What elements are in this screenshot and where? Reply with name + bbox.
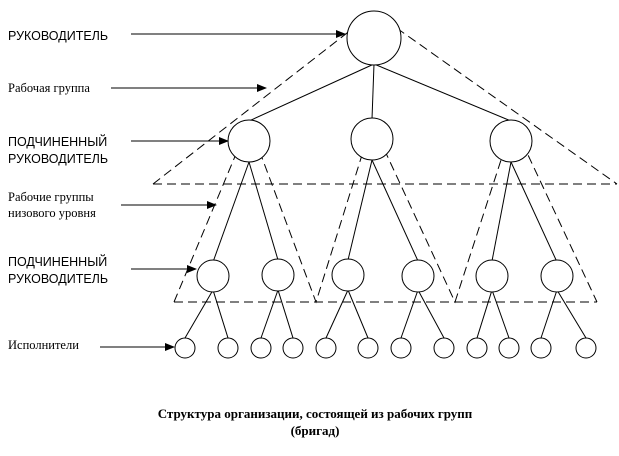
lower-leader-node bbox=[475, 259, 509, 293]
executor-node bbox=[433, 337, 455, 359]
executor-node bbox=[174, 337, 196, 359]
lower-leader-node bbox=[331, 258, 365, 292]
leader-label: РУКОВОДИТЕЛЬ bbox=[8, 29, 108, 43]
subordinate-label-line2: РУКОВОДИТЕЛЬ bbox=[8, 152, 108, 166]
lower-subordinate-label-line2: РУКОВОДИТЕЛЬ bbox=[8, 272, 108, 286]
executor-node bbox=[390, 337, 412, 359]
pointer-arrows bbox=[100, 30, 346, 351]
executor-node bbox=[357, 337, 379, 359]
subordinate-node bbox=[489, 119, 533, 163]
caption-line2: (бригад) bbox=[291, 423, 340, 438]
executor-node bbox=[250, 337, 272, 359]
executor-node bbox=[530, 337, 552, 359]
lower-leader-node bbox=[261, 258, 295, 292]
leader-node bbox=[346, 10, 402, 66]
lower-leader-node bbox=[196, 259, 230, 293]
lower-groups-label-line2: низового уровня bbox=[8, 206, 96, 220]
lower-leader-node bbox=[540, 259, 574, 293]
executors-label: Исполнители bbox=[8, 338, 79, 352]
executor-node bbox=[217, 337, 239, 359]
subordinate-label-line1: ПОДЧИНЕННЫЙ bbox=[8, 134, 107, 149]
subordinate-node bbox=[350, 117, 394, 161]
lower-groups-label-line1: Рабочие группы bbox=[8, 190, 94, 204]
executor-node bbox=[466, 337, 488, 359]
executor-node bbox=[315, 337, 337, 359]
executor-node bbox=[575, 337, 597, 359]
lower-leader-node bbox=[401, 259, 435, 293]
hierarchy-lines bbox=[184, 63, 587, 339]
executor-node bbox=[282, 337, 304, 359]
lower-subordinate-label-line1: ПОДЧИНЕННЫЙ bbox=[8, 254, 107, 269]
work-group-label: Рабочая группа bbox=[8, 81, 90, 95]
executor-node bbox=[498, 337, 520, 359]
subordinate-node bbox=[227, 119, 271, 163]
caption-line1: Структура организации, состоящей из рабо… bbox=[158, 406, 473, 421]
